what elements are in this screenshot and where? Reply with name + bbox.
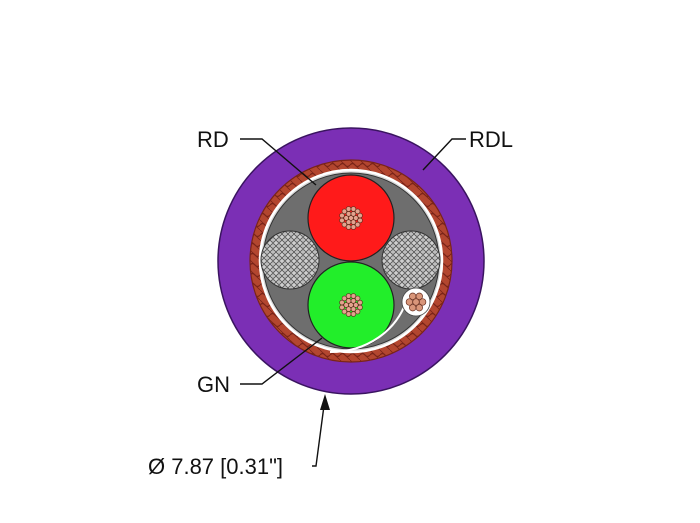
strand <box>339 217 345 224</box>
strand <box>339 212 345 219</box>
leader-rdl <box>422 138 466 171</box>
strand <box>357 299 363 306</box>
strand <box>341 308 348 315</box>
leader-gn <box>240 337 323 385</box>
label-diameter: Ø 7.87 [0.31"] <box>148 454 283 479</box>
strand <box>353 302 359 308</box>
strand <box>357 212 363 219</box>
conductor-red <box>339 206 363 230</box>
strand <box>354 208 361 215</box>
strand <box>345 311 352 317</box>
strand <box>350 206 357 212</box>
drain-strand <box>409 304 417 312</box>
filler-left <box>260 230 320 290</box>
conductor-green <box>339 293 363 317</box>
strand <box>345 224 352 230</box>
strand <box>350 311 357 317</box>
core-red <box>307 174 395 262</box>
label-rd: RD <box>197 127 229 152</box>
strand <box>345 293 352 299</box>
drain-strand <box>415 292 423 300</box>
leader-rd <box>240 138 317 186</box>
drain-wire <box>329 287 431 353</box>
drain-strand <box>409 292 417 300</box>
drain-strand <box>405 298 414 306</box>
diameter-arrowhead <box>320 394 330 410</box>
label-gn: GN <box>197 372 230 397</box>
leader-diameter <box>312 397 326 467</box>
strand <box>353 215 359 221</box>
strand <box>341 295 348 302</box>
strand <box>354 221 361 228</box>
strand <box>350 293 357 299</box>
strand <box>341 208 348 215</box>
strand <box>343 302 349 308</box>
drain-strand <box>415 304 423 312</box>
label-rdl: RDL <box>469 127 513 152</box>
strand <box>339 304 345 311</box>
strand <box>354 295 361 302</box>
strand <box>341 221 348 228</box>
filler-right <box>381 230 441 290</box>
strand <box>354 308 361 315</box>
strand <box>343 215 349 221</box>
drain-strand <box>418 298 427 306</box>
core-green <box>307 261 395 349</box>
strand <box>339 299 345 306</box>
strand <box>345 206 352 212</box>
strand <box>350 224 357 230</box>
